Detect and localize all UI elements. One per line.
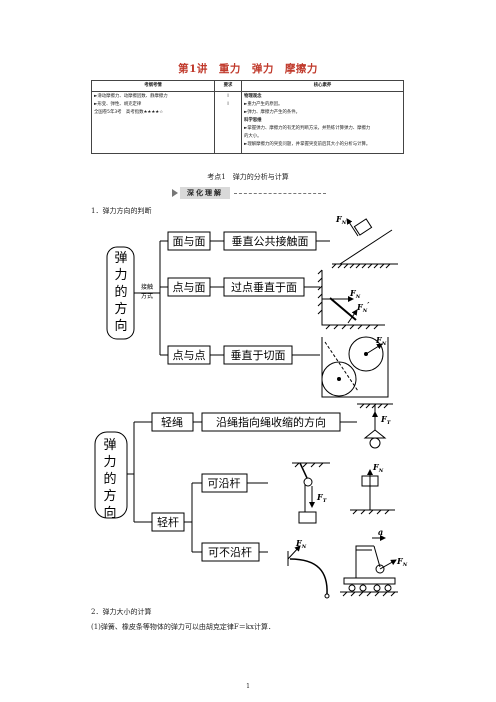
force-label-ft: FT	[380, 414, 392, 426]
rod-box-not-along	[201, 542, 260, 562]
root2-char: 力	[103, 455, 116, 470]
result-label-rope: 沿绳指向绳收缩的方向	[216, 415, 326, 429]
syllabus-line: ►形变、弹性、胡克定律	[94, 102, 142, 107]
core-line: ►掌握弹力、摩擦力的有无的判断方法，并熟练计算弹力、摩擦力	[244, 126, 371, 131]
cart-figure	[340, 535, 398, 597]
syllabus-table: 考纲考情 要求 核心素养 ►滑动摩擦力、动摩擦因数、静摩擦力 ►形变、弹性、胡克…	[91, 80, 404, 154]
root1-char: 力	[114, 268, 127, 283]
kaodian-heading: 考点1 弹力的分析与计算	[207, 173, 289, 181]
circles-box-figure	[321, 336, 389, 398]
pulley-rod-figure	[292, 462, 330, 524]
force-label-fn-prime: FN′	[356, 300, 370, 314]
force-label-fn: FN	[335, 214, 347, 226]
curved-rod-figure	[287, 545, 330, 599]
result-label: 垂直公共接触面	[232, 234, 309, 248]
root1-char: 向	[114, 318, 127, 334]
page-number: 1	[246, 683, 250, 690]
root2-char: 方	[103, 488, 116, 504]
case-label: 点与面	[173, 281, 206, 294]
connectors-2	[184, 421, 357, 553]
rod-case-label: 可沿杆	[208, 476, 241, 490]
syllabus-cell: ►滑动摩擦力、动摩擦因数、静摩擦力 ►形变、弹性、胡克定律 全国卷5年3考 高考…	[91, 91, 215, 154]
case-label: 面与面	[173, 235, 206, 248]
page-title: 第1讲 重力 弹力 摩擦力	[178, 63, 318, 75]
requirement-level: Ⅰ	[227, 102, 229, 107]
root1-char: 方	[114, 301, 127, 317]
core-line: ►弹力、摩擦力产生的条件。	[244, 110, 301, 115]
root1-char: 的	[114, 284, 127, 300]
force-label-fn: FN	[349, 288, 361, 300]
force-label-fn: FN	[375, 335, 387, 347]
section-heading-direction: 1．弹力方向的判断	[91, 207, 152, 215]
tree-connector-1	[134, 240, 168, 356]
tree-connector-2	[127, 421, 152, 523]
root1-char: 弹	[114, 251, 127, 266]
force-label-fn: FN	[372, 462, 384, 474]
case-label-rope: 轻绳	[161, 415, 183, 429]
case-connectors-1	[210, 240, 224, 356]
case-label-rod: 轻杆	[157, 515, 179, 529]
rod-table-figure	[350, 469, 395, 515]
section-heading-magnitude: 2．弹力大小的计算	[91, 608, 152, 616]
requirement-level: Ⅰ	[227, 94, 229, 99]
acceleration-label: a	[378, 527, 383, 537]
core-line: ►重力产生的原因。	[244, 102, 283, 107]
banner-label: 深化理解	[180, 187, 230, 199]
root2-char: 向	[103, 505, 116, 521]
branch-label: 接触	[141, 283, 153, 291]
root2-char: 的	[103, 471, 116, 487]
core-line: 的大小。	[244, 134, 262, 139]
core-line: ►理解摩擦力的突变问题，并掌握突变前后其大小的分析与计算。	[244, 142, 371, 147]
banner-triangle-icon	[172, 189, 178, 197]
incline-block-figure	[331, 218, 398, 269]
root-box-2	[94, 431, 128, 519]
root2-char: 弹	[103, 438, 116, 453]
section-banner: 深化理解	[172, 187, 326, 199]
core-heading: 物理观念	[244, 94, 262, 99]
core-literacy-cell: 物理观念 ►重力产生的原因。 ►弹力、摩擦力产生的条件。 科学思维 ►掌握弹力、…	[241, 91, 404, 154]
banner-divider	[234, 193, 326, 194]
syllabus-line: 全国卷5年3考 高考指数★★★★☆	[94, 110, 164, 115]
hanging-lamp-figure	[357, 403, 393, 449]
result-label: 过点垂直于面	[231, 280, 297, 294]
rod-case-label: 可不沿杆	[208, 545, 252, 559]
result-box-rope	[201, 412, 341, 432]
case-label: 点与点	[173, 349, 206, 362]
core-heading: 科学思维	[244, 118, 262, 123]
rod-box-along	[201, 473, 248, 493]
branch-label: 方式	[141, 292, 153, 300]
force-label-ft: FT	[316, 492, 328, 504]
wall-rod-figure	[317, 269, 385, 330]
result-connectors-1	[292, 240, 330, 356]
force-label-fn: FN	[396, 556, 408, 568]
hooke-law-text: (1)弹簧、橡皮条等物体的弹力可以由胡克定律F＝kx计算．	[91, 623, 275, 631]
syllabus-line: ►滑动摩擦力、动摩擦因数、静摩擦力	[94, 94, 168, 99]
result-label: 垂直于切面	[231, 348, 286, 362]
force-label-fn: FN	[295, 538, 307, 550]
